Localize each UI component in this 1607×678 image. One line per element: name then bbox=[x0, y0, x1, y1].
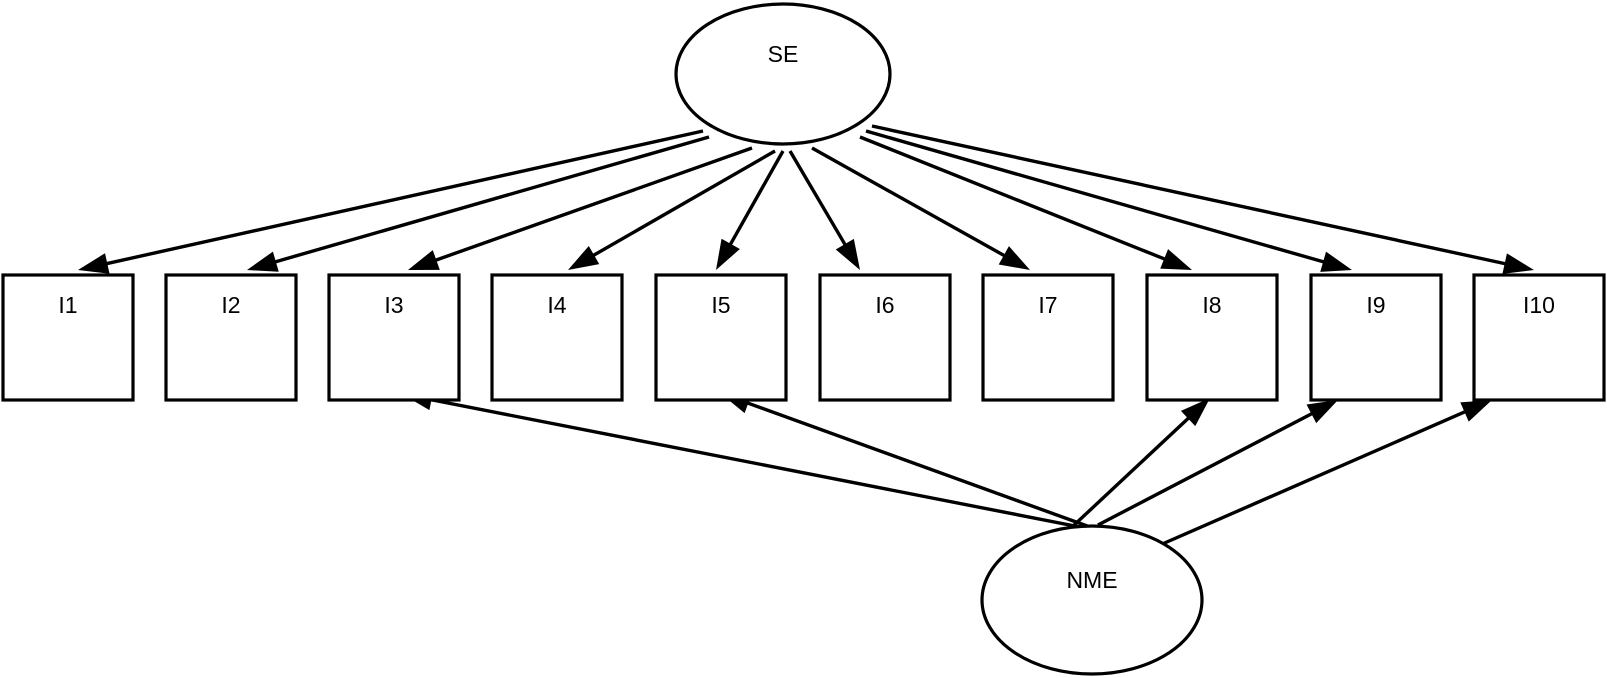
arrow-head-icon bbox=[568, 245, 600, 270]
edge-se-to-i5 bbox=[716, 150, 785, 270]
indicator-node-i1[interactable]: I1 bbox=[1, 273, 135, 402]
edge-line bbox=[1097, 409, 1318, 527]
edge-se-to-i6 bbox=[788, 150, 860, 270]
indicator-box[interactable] bbox=[1309, 273, 1443, 402]
edge-se-to-i3 bbox=[408, 146, 753, 270]
latent-node-nme[interactable]: NME bbox=[980, 524, 1204, 676]
indicator-node-i2[interactable]: I2 bbox=[164, 273, 298, 402]
edge-nme-to-i8 bbox=[1070, 398, 1210, 529]
edge-line bbox=[741, 399, 1091, 529]
indicator-box[interactable] bbox=[164, 273, 298, 402]
indicator-box[interactable] bbox=[981, 273, 1115, 402]
indicator-box[interactable] bbox=[1472, 273, 1606, 402]
indicator-box[interactable] bbox=[818, 273, 952, 402]
indicator-node-i6[interactable]: I6 bbox=[818, 273, 952, 402]
edge-se-to-i2 bbox=[247, 135, 710, 272]
arrow-head-icon bbox=[247, 251, 279, 272]
arrow-head-icon bbox=[78, 253, 110, 274]
edge-line bbox=[587, 149, 776, 260]
latent-ellipse[interactable] bbox=[980, 524, 1204, 676]
edge-se-to-i1 bbox=[78, 129, 704, 274]
edge-line bbox=[1159, 408, 1471, 547]
edge-line bbox=[726, 150, 785, 250]
edge-se-to-i7 bbox=[811, 146, 1030, 270]
arrow-head-icon bbox=[998, 246, 1030, 270]
indicator-node-i4[interactable]: I4 bbox=[490, 273, 624, 402]
arrow-head-icon bbox=[1502, 253, 1534, 274]
edge-line bbox=[788, 150, 850, 251]
arrow-head-icon bbox=[1320, 251, 1352, 272]
indicator-box[interactable] bbox=[654, 273, 788, 402]
arrow-head-icon bbox=[835, 238, 860, 270]
indicator-box[interactable] bbox=[1, 273, 135, 402]
indicator-box[interactable] bbox=[1145, 273, 1279, 402]
indicator-box[interactable] bbox=[327, 273, 461, 402]
edge-line bbox=[859, 135, 1171, 263]
edge-nme-to-i9 bbox=[1097, 400, 1338, 527]
arrow-head-icon bbox=[1306, 400, 1338, 424]
arrow-head-icon bbox=[1180, 398, 1210, 427]
edge-se-to-i9 bbox=[865, 129, 1352, 272]
edge-line bbox=[865, 129, 1330, 266]
indicator-node-i10[interactable]: I10 bbox=[1472, 273, 1606, 402]
edge-nme-to-i10 bbox=[1159, 400, 1492, 547]
indicator-node-i3[interactable]: I3 bbox=[327, 273, 461, 402]
edge-line bbox=[430, 146, 753, 264]
indicator-node-i5[interactable]: I5 bbox=[654, 273, 788, 402]
indicator-node-i7[interactable]: I7 bbox=[981, 273, 1115, 402]
edge-line bbox=[425, 396, 1086, 530]
edge-se-to-i4 bbox=[568, 149, 776, 270]
edge-line bbox=[811, 146, 1010, 260]
edge-line bbox=[1070, 413, 1194, 529]
edge-line bbox=[871, 124, 1511, 267]
edge-se-to-i10 bbox=[871, 124, 1534, 274]
latent-ellipse[interactable] bbox=[674, 2, 892, 146]
arrow-head-icon bbox=[716, 238, 740, 270]
indicator-node-i9[interactable]: I9 bbox=[1309, 273, 1443, 402]
indicator-box[interactable] bbox=[490, 273, 624, 402]
edge-line bbox=[101, 129, 704, 267]
arrow-head-icon bbox=[408, 250, 440, 270]
edge-nme-to-i5 bbox=[720, 393, 1091, 529]
arrow-head-icon bbox=[1460, 400, 1492, 422]
edge-line bbox=[269, 135, 710, 265]
edge-se-to-i8 bbox=[859, 135, 1192, 270]
edges-layer bbox=[78, 124, 1534, 547]
arrow-head-icon bbox=[1160, 249, 1192, 270]
indicator-node-i8[interactable]: I8 bbox=[1145, 273, 1279, 402]
latent-node-se[interactable]: SE bbox=[674, 2, 892, 146]
